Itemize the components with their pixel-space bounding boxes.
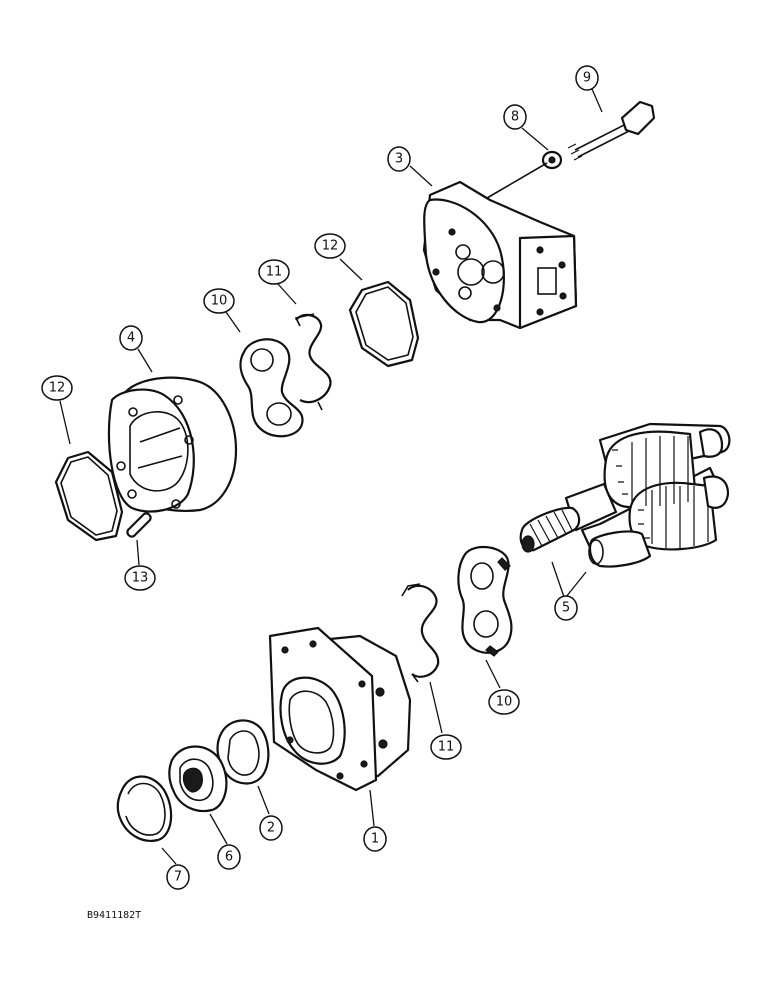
svg-text:4: 4 [127,331,135,346]
seal-lower [54,450,124,542]
gear-shafts [519,422,731,568]
end-cover [422,162,578,330]
callout-3: 3 [387,146,411,172]
callout-11-upper: 11 [258,259,290,285]
bearing [168,745,228,813]
callout-2: 2 [259,815,283,841]
washer [541,150,563,170]
callout-1: 1 [363,826,387,852]
svg-text:10: 10 [211,294,228,309]
spring-clip-upper [294,313,332,411]
shaft-seal [216,719,270,785]
svg-text:12: 12 [49,381,66,396]
svg-text:11: 11 [438,740,455,755]
dowel-pin [126,512,152,538]
front-housing [268,626,412,792]
snap-ring [116,775,173,842]
svg-text:13: 13 [132,571,149,586]
wear-plate-lower [457,545,513,657]
svg-text:5: 5 [562,601,570,616]
callout-6: 6 [217,844,241,870]
callout-9: 9 [575,65,599,91]
callout-10-lower: 10 [488,689,520,715]
callout-11-lower: 11 [430,734,462,760]
svg-text:12: 12 [322,239,339,254]
callout-8: 8 [503,104,527,130]
callout-7: 7 [166,864,190,890]
callout-12-lower: 12 [41,375,73,401]
callout-5: 5 [554,595,578,621]
svg-text:8: 8 [511,110,519,125]
wear-plate-upper [239,338,304,438]
callout-10-upper: 10 [203,288,235,314]
svg-text:1: 1 [371,832,379,847]
svg-text:6: 6 [225,850,233,865]
seal-upper [348,280,420,368]
gear-body [107,376,238,513]
svg-text:11: 11 [266,265,283,280]
svg-text:3: 3 [395,152,403,167]
callout-12-upper: 12 [314,233,346,259]
svg-text:9: 9 [583,71,591,86]
svg-text:10: 10 [496,695,513,710]
svg-text:7: 7 [174,870,182,885]
figure-id: B9411182T [87,910,141,921]
spring-clip-lower [401,583,440,683]
callout-4: 4 [119,325,143,351]
callout-13: 13 [124,565,156,591]
bolt [567,100,656,161]
leader-lines [59,88,603,865]
svg-text:2: 2 [267,821,275,836]
